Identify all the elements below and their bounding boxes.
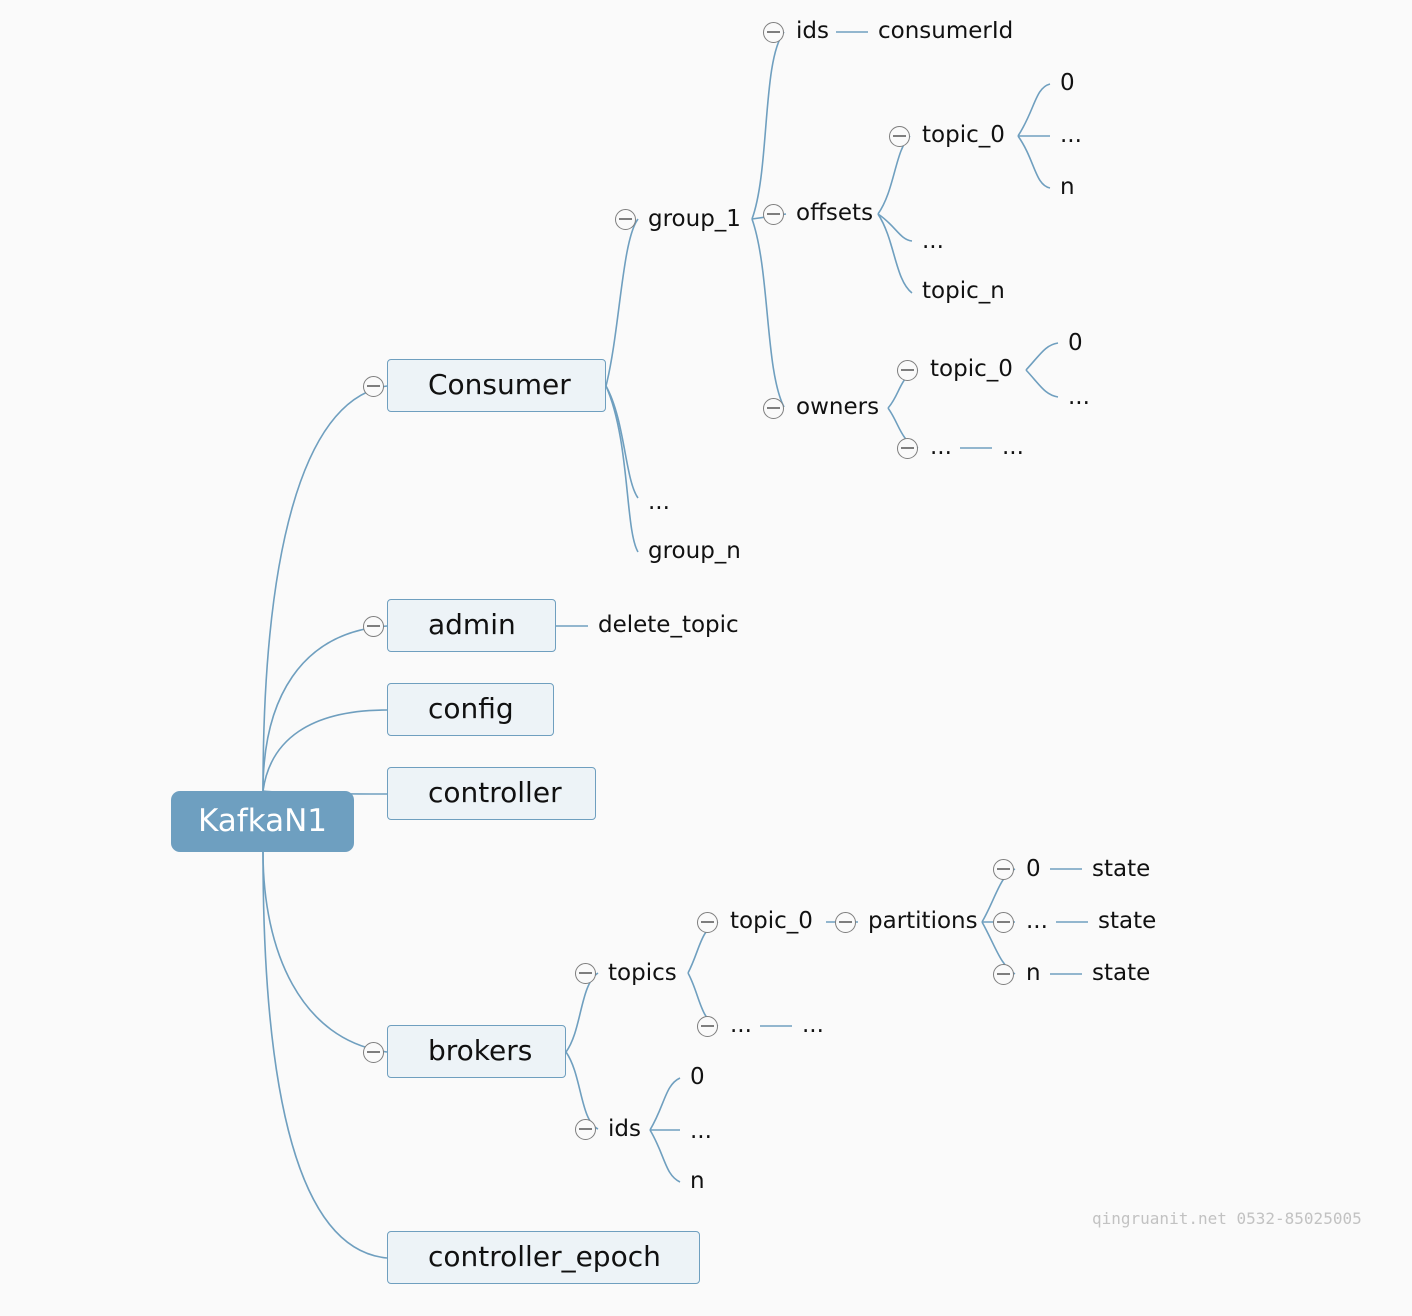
link-ids-n bbox=[649, 1129, 681, 1183]
node-partition-n-state[interactable]: state bbox=[1092, 960, 1151, 986]
node-brokers-ids-dots[interactable]: ... bbox=[690, 1118, 712, 1144]
node-offsets-topic0[interactable]: topic_0 bbox=[922, 122, 1005, 148]
collapse-group1-icon[interactable] bbox=[615, 209, 636, 230]
link-topic0-0 bbox=[1017, 83, 1051, 137]
collapse-partitions-icon[interactable] bbox=[835, 912, 856, 933]
node-owners-more[interactable]: ... bbox=[930, 434, 952, 460]
node-brokers-ids-0[interactable]: 0 bbox=[690, 1064, 705, 1090]
node-partition-n[interactable]: n bbox=[1026, 960, 1041, 986]
link-consumer-dots bbox=[605, 385, 639, 499]
node-delete-topic[interactable]: delete_topic bbox=[598, 612, 739, 638]
root-node[interactable]: KafkaN1 bbox=[171, 791, 354, 852]
node-offsets-dots[interactable]: ... bbox=[922, 228, 944, 254]
link-offsets-dots bbox=[877, 213, 913, 242]
link-root-controller-epoch bbox=[262, 851, 388, 1259]
node-offsets-topic0-n[interactable]: n bbox=[1060, 174, 1075, 200]
collapse-ids-icon[interactable] bbox=[763, 22, 784, 43]
node-owners-topic0-dots[interactable]: ... bbox=[1068, 384, 1090, 410]
collapse-partition-dots-icon[interactable] bbox=[993, 912, 1014, 933]
collapse-brokers-ids-icon[interactable] bbox=[575, 1119, 596, 1140]
collapse-offsets-topic0-icon[interactable] bbox=[889, 126, 910, 147]
link-consumer-group1 bbox=[605, 218, 639, 387]
node-group1[interactable]: group_1 bbox=[648, 206, 741, 232]
node-brokers-ids[interactable]: ids bbox=[608, 1116, 641, 1142]
collapse-admin-icon[interactable] bbox=[363, 616, 384, 637]
topic-config[interactable]: config bbox=[387, 683, 554, 736]
link-root-admin bbox=[262, 625, 388, 792]
collapse-brokers-icon[interactable] bbox=[363, 1042, 384, 1063]
node-offsets-topic0-0[interactable]: 0 bbox=[1060, 70, 1075, 96]
watermark: qingruanit.net 0532-85025005 bbox=[1092, 1209, 1362, 1228]
node-consumer-dots[interactable]: ... bbox=[648, 489, 670, 515]
node-partitions[interactable]: partitions bbox=[868, 908, 978, 934]
link-brokers-topics bbox=[565, 972, 599, 1053]
collapse-consumer-icon[interactable] bbox=[363, 376, 384, 397]
link-offsets-topicn bbox=[877, 213, 913, 294]
link-topic0-n bbox=[1017, 135, 1051, 189]
link-offsets-topic0 bbox=[877, 135, 911, 215]
collapse-topics-icon[interactable] bbox=[575, 963, 596, 984]
collapse-partition-n-icon[interactable] bbox=[993, 964, 1014, 985]
node-offsets-topicn[interactable]: topic_n bbox=[922, 278, 1005, 304]
topic-controller[interactable]: controller bbox=[387, 767, 596, 820]
link-root-brokers bbox=[262, 851, 388, 1053]
node-partition-0-state[interactable]: state bbox=[1092, 856, 1151, 882]
node-brokers-ids-n[interactable]: n bbox=[690, 1168, 705, 1194]
node-topics[interactable]: topics bbox=[608, 960, 677, 986]
node-offsets-topic0-dots[interactable]: ... bbox=[1060, 122, 1082, 148]
collapse-brokers-topic0-icon[interactable] bbox=[697, 912, 718, 933]
link-group1-ids bbox=[751, 31, 785, 220]
collapse-owners-topic0-icon[interactable] bbox=[897, 360, 918, 381]
topic-admin[interactable]: admin bbox=[387, 599, 556, 652]
topic-consumer[interactable]: Consumer bbox=[387, 359, 606, 412]
link-owner-topic0-dots bbox=[1025, 369, 1059, 398]
link-brokers-ids bbox=[565, 1051, 599, 1130]
node-owners-topic0[interactable]: topic_0 bbox=[930, 356, 1013, 382]
node-brokers-topics-more-child[interactable]: ... bbox=[802, 1012, 824, 1038]
link-owner-topic0-0 bbox=[1025, 342, 1059, 371]
node-brokers-topic0[interactable]: topic_0 bbox=[730, 908, 813, 934]
collapse-owners-icon[interactable] bbox=[763, 398, 784, 419]
node-owners[interactable]: owners bbox=[796, 394, 880, 420]
node-ids[interactable]: ids bbox=[796, 18, 829, 44]
link-group1-owners bbox=[751, 218, 785, 408]
topic-brokers[interactable]: brokers bbox=[387, 1025, 566, 1078]
node-owners-topic0-0[interactable]: 0 bbox=[1068, 330, 1083, 356]
link-ids-0 bbox=[649, 1077, 681, 1131]
node-brokers-topics-more[interactable]: ... bbox=[730, 1012, 752, 1038]
link-root-consumer bbox=[262, 385, 388, 792]
collapse-brokers-topics-more-icon[interactable] bbox=[697, 1016, 718, 1037]
node-partition-dots[interactable]: ... bbox=[1026, 908, 1048, 934]
node-partition-0[interactable]: 0 bbox=[1026, 856, 1041, 882]
topic-controller-epoch[interactable]: controller_epoch bbox=[387, 1231, 700, 1284]
collapse-partition-0-icon[interactable] bbox=[993, 859, 1014, 880]
collapse-offsets-icon[interactable] bbox=[763, 204, 784, 225]
node-consumerid[interactable]: consumerId bbox=[878, 18, 1014, 44]
node-owners-more-child[interactable]: ... bbox=[1002, 434, 1024, 460]
node-partition-dots-state[interactable]: state bbox=[1098, 908, 1157, 934]
link-consumer-groupn bbox=[605, 385, 639, 553]
node-offsets[interactable]: offsets bbox=[796, 200, 874, 226]
collapse-owners-more-icon[interactable] bbox=[897, 438, 918, 459]
node-group-n[interactable]: group_n bbox=[648, 538, 741, 564]
link-root-config bbox=[262, 709, 388, 792]
